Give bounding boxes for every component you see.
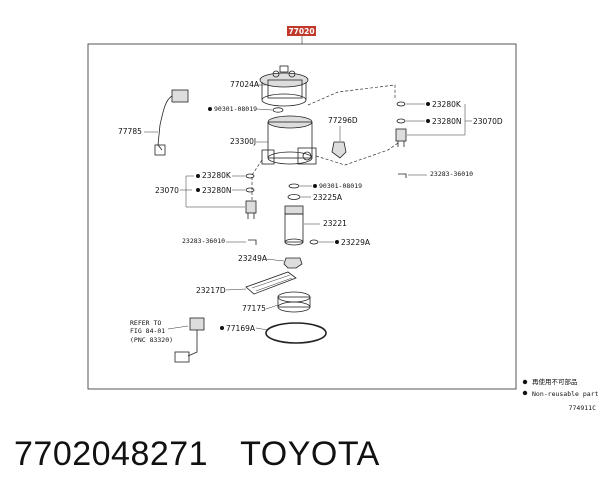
connector-path-2 xyxy=(315,142,399,166)
label-23225A[interactable]: 23225A xyxy=(313,193,343,202)
label-90301-top[interactable]: 90301-08019 xyxy=(214,105,257,113)
non-reusable-mark xyxy=(313,184,317,188)
retainer-77175 xyxy=(277,291,311,313)
part-number: 7702048271 xyxy=(14,435,209,473)
o-ring-mid xyxy=(288,183,300,189)
legend: 再使用不可部品 Non-reusable part xyxy=(522,377,599,398)
header-tag[interactable]: 77020 xyxy=(287,26,316,44)
bracket-77296D xyxy=(331,141,347,159)
refer-line-2[interactable]: FIG 84-01 xyxy=(130,327,165,335)
o-ring-23280N-left xyxy=(245,187,255,193)
label-23280N-right[interactable]: 23280N xyxy=(432,117,461,126)
sender-subassembly xyxy=(174,317,205,363)
label-23221[interactable]: 23221 xyxy=(323,219,347,228)
label-77175[interactable]: 77175 xyxy=(242,304,266,313)
label-23280K-right[interactable]: 23280K xyxy=(432,100,462,109)
connector-path-3 xyxy=(251,159,263,205)
o-ring-top xyxy=(272,107,284,113)
refer-line-1[interactable]: REFER TO xyxy=(130,319,161,327)
label-23280N-left[interactable]: 23280N xyxy=(202,186,231,195)
cushion-23229A xyxy=(309,239,319,245)
legend-line-1: 再使用不可部品 xyxy=(532,377,578,386)
label-77296D[interactable]: 77296D xyxy=(328,116,358,125)
label-23280K-left[interactable]: 23280K xyxy=(202,171,232,180)
pressure-regulator-right xyxy=(395,128,407,147)
non-reusable-mark xyxy=(196,188,200,192)
non-reusable-mark xyxy=(335,240,339,244)
gasket-77169A xyxy=(265,322,327,344)
figure-code: 774911C xyxy=(569,404,596,412)
label-23283-right[interactable]: 23283-36010 xyxy=(430,170,473,178)
label-77024A[interactable]: 77024A xyxy=(230,80,260,89)
label-90301-mid[interactable]: 90301-08019 xyxy=(319,182,362,190)
label-23249A[interactable]: 23249A xyxy=(238,254,268,263)
label-77785[interactable]: 77785 xyxy=(118,127,142,136)
legend-line-2: Non-reusable part xyxy=(532,390,599,398)
brand-name: TOYOTA xyxy=(240,435,380,473)
footer-caption: 7702048271 TOYOTA xyxy=(14,435,380,474)
label-23217D[interactable]: 23217D xyxy=(196,286,226,295)
label-23229A[interactable]: 23229A xyxy=(341,238,371,247)
header-tag-text: 77020 xyxy=(288,27,314,36)
fuel-filter-housing xyxy=(261,115,317,165)
fuel-sender-gauge xyxy=(154,89,189,156)
fuel-strainer-23217D xyxy=(245,271,297,295)
refer-line-3[interactable]: (PNC 83320) xyxy=(130,336,173,344)
clip-23283-left xyxy=(248,239,257,245)
clip-23249A xyxy=(283,257,303,269)
legend-dot xyxy=(522,390,528,396)
label-23070D[interactable]: 23070D xyxy=(473,117,503,126)
legend-dot xyxy=(522,379,528,385)
label-23283-left[interactable]: 23283-36010 xyxy=(182,237,225,245)
o-ring-23280K-right xyxy=(396,101,406,107)
pressure-regulator-left xyxy=(245,200,257,219)
fuel-pump-23221 xyxy=(284,205,304,246)
label-23300J[interactable]: 23300J xyxy=(230,137,256,146)
connector-path-1 xyxy=(307,84,396,106)
o-ring-23280K-left xyxy=(245,173,255,179)
fuel-pump-flange xyxy=(259,65,309,107)
cushion-23225A xyxy=(287,194,301,200)
non-reusable-mark xyxy=(426,119,430,123)
non-reusable-mark xyxy=(196,174,200,178)
non-reusable-mark xyxy=(208,107,212,111)
clip-23283-right xyxy=(398,173,407,178)
non-reusable-mark xyxy=(426,102,430,106)
label-77169A[interactable]: 77169A xyxy=(226,324,256,333)
non-reusable-mark xyxy=(220,326,224,330)
o-ring-23280N-right xyxy=(396,118,406,124)
label-23070-left[interactable]: 23070 xyxy=(155,186,179,195)
